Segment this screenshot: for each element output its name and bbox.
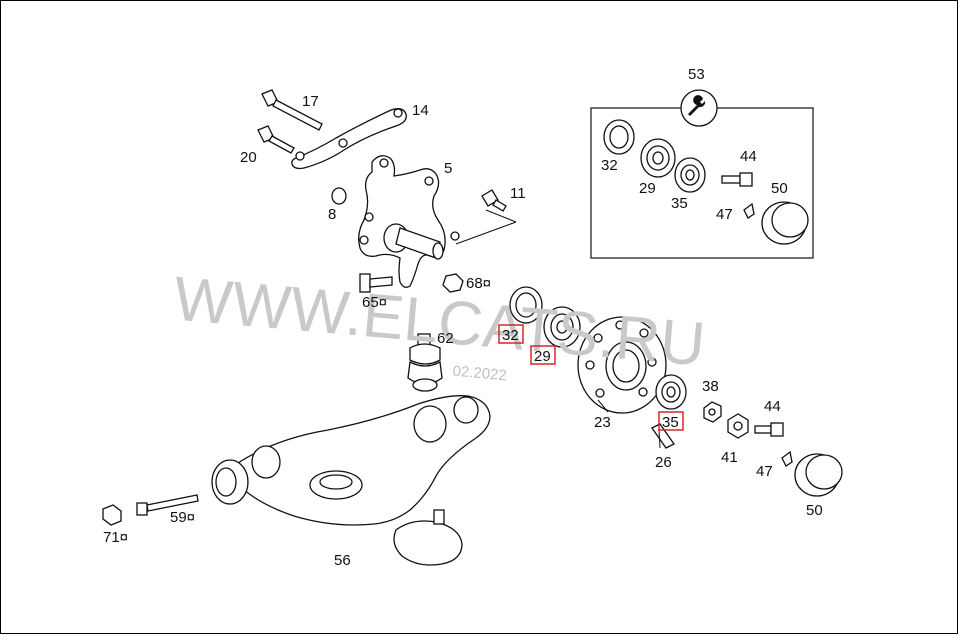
kit-seal-ring xyxy=(603,119,635,155)
kit-label: 53 xyxy=(688,66,705,83)
lower-control-arm xyxy=(211,395,491,526)
nut-68 xyxy=(442,273,464,293)
part-label-47: 47 xyxy=(756,463,773,480)
part-label-71: 71¤ xyxy=(103,529,128,546)
part-label-20: 20 xyxy=(240,149,257,166)
kit-part-label-29: 29 xyxy=(639,180,656,197)
part-label-32: 32 xyxy=(502,327,519,344)
highlight-box-29 xyxy=(530,345,556,365)
part-label-17: 17 xyxy=(302,93,319,110)
part-label-62: 62 xyxy=(437,330,454,347)
part-label-50: 50 xyxy=(806,502,823,519)
part-label-41: 41 xyxy=(721,449,738,466)
watermark-date: 02.2022 xyxy=(452,363,508,385)
leader-lines xyxy=(427,209,661,449)
bolt-17 xyxy=(261,89,323,131)
kit-part-label-47: 47 xyxy=(716,206,733,223)
part-label-23: 23 xyxy=(594,414,611,431)
bearing-29 xyxy=(543,306,581,348)
washer-38 xyxy=(703,401,722,423)
bearing-35 xyxy=(655,374,687,410)
kit-bearing-inner xyxy=(640,138,676,178)
kit-part-label-44: 44 xyxy=(740,148,757,165)
part-label-11: 11 xyxy=(510,185,526,202)
lower-ball-joint xyxy=(393,509,463,566)
part-label-29: 29 xyxy=(534,348,551,365)
part-label-8: 8 xyxy=(328,206,336,223)
part-label-5: 5 xyxy=(444,160,452,177)
nut-71 xyxy=(102,504,122,526)
kit-hub-cap xyxy=(761,201,809,245)
part-label-35: 35 xyxy=(662,414,679,431)
ball-joint xyxy=(407,333,443,392)
bolt-44 xyxy=(754,422,784,437)
repair-kit-box xyxy=(590,89,814,259)
kit-part-label-35: 35 xyxy=(671,195,688,212)
bolt-20 xyxy=(257,125,295,154)
part-label-65: 65¤ xyxy=(362,294,387,311)
part-label-38: 38 xyxy=(702,378,719,395)
kit-part-label-50: 50 xyxy=(771,180,788,197)
part-label-59: 59¤ xyxy=(170,509,195,526)
clip-47 xyxy=(781,450,793,467)
part-label-14: 14 xyxy=(412,102,429,119)
stud-26 xyxy=(651,423,675,449)
upper-link-arm xyxy=(291,108,407,170)
kit-part-label-32: 32 xyxy=(601,157,618,174)
part-label-68: 68¤ xyxy=(466,275,491,292)
highlight-box-35 xyxy=(658,411,684,431)
steering-knuckle xyxy=(358,155,460,288)
part-label-44: 44 xyxy=(764,398,781,415)
kit-clip xyxy=(743,202,755,219)
kit-bearing-outer xyxy=(674,157,706,193)
wheel-hub xyxy=(577,316,667,414)
bushing-8 xyxy=(331,187,347,205)
part-label-56: 56 xyxy=(334,552,351,569)
kit-bolt xyxy=(721,172,753,187)
bolt-11 xyxy=(481,189,507,212)
highlight-box-32 xyxy=(498,324,524,344)
part-label-26: 26 xyxy=(655,454,672,471)
bolt-59 xyxy=(136,494,199,516)
seal-ring-32 xyxy=(509,286,543,324)
nut-41 xyxy=(727,413,749,439)
bolt-65 xyxy=(359,273,393,293)
hub-cap-50 xyxy=(794,453,843,497)
